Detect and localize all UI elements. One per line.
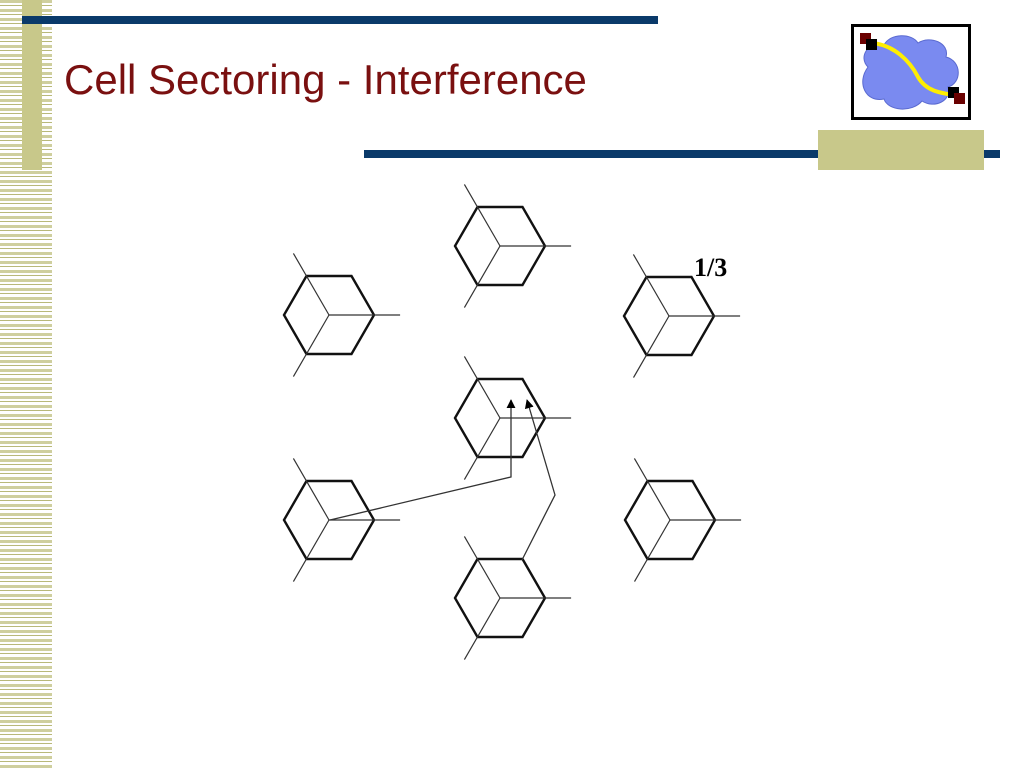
sector-boundary-line	[633, 519, 671, 582]
sector-boundary-line	[463, 245, 501, 308]
cell-upper-right	[622, 254, 741, 378]
cell-upper-left	[282, 253, 401, 377]
interference-paths	[329, 399, 556, 561]
sector-boundary-line	[633, 458, 671, 521]
network-cloud-icon	[851, 24, 971, 120]
sector-boundary-line	[463, 184, 501, 247]
title-underline-bar	[364, 150, 1000, 158]
slide-title: Cell Sectoring - Interference	[64, 56, 587, 103]
hexagon-outline	[453, 377, 547, 459]
sector-boundary-line	[463, 417, 501, 480]
hexagon-outline	[623, 479, 717, 561]
cells-layer	[282, 184, 742, 660]
cell-lower-right	[623, 458, 742, 582]
sector-boundary-line	[292, 519, 330, 582]
cell-bottom	[453, 536, 572, 660]
sector-fraction-label: 1/3	[694, 253, 727, 282]
hexagon-outline	[282, 274, 376, 356]
sector-boundary-line	[292, 314, 330, 377]
sector-boundary-line	[292, 458, 330, 521]
logo-path-line	[871, 41, 955, 97]
right-accent-block	[818, 130, 984, 170]
hexagon-outline	[282, 479, 376, 561]
logo-node-top-black	[866, 39, 877, 50]
logo-node-top-dark	[860, 33, 871, 44]
hexagon-outline	[622, 275, 716, 357]
left-accent-block	[22, 0, 42, 170]
sector-boundary-line	[463, 356, 501, 419]
logo-svg	[860, 33, 965, 110]
sector-boundary-line	[292, 253, 330, 316]
cell-center	[453, 356, 572, 480]
interference-path-lower-left	[329, 399, 516, 521]
sector-boundary-line	[632, 315, 670, 378]
cell-top	[453, 184, 572, 308]
cell-lower-left	[282, 458, 401, 582]
sector-boundary-line	[632, 254, 670, 317]
sector-boundary-line	[463, 536, 501, 599]
top-divider-bar	[22, 16, 658, 24]
hexagon-outline	[453, 205, 547, 287]
sector-boundary-line	[463, 597, 501, 660]
logo-node-bottom-dark	[954, 93, 965, 104]
logo-node-bottom-black	[948, 87, 959, 98]
interference-path-bottom	[521, 399, 556, 561]
